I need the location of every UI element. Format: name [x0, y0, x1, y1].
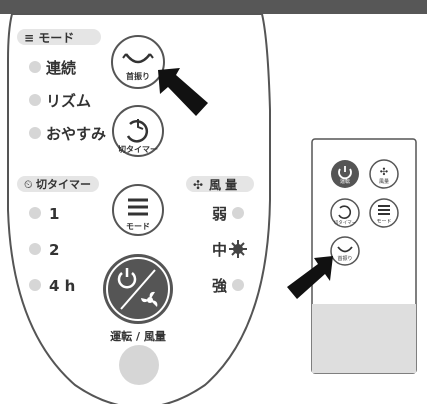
power-airflow-button[interactable]	[103, 254, 173, 324]
timer-indicator-4h	[29, 279, 41, 291]
mode-label-continuous: 連続	[46, 59, 76, 77]
small-power-icon	[338, 168, 352, 180]
mode-button-label: モード	[126, 222, 150, 231]
fan-blade-icon	[141, 291, 158, 307]
mode-header-pill	[17, 29, 101, 45]
fan-icon: ✣	[193, 178, 203, 192]
swing-label: 首振り	[126, 71, 150, 81]
mode-button[interactable]: モード	[112, 184, 164, 236]
timer-header: 切タイマー	[36, 178, 91, 191]
airflow-indicator-weak	[232, 207, 244, 219]
timer-hands-icon	[137, 119, 144, 130]
mode-header: ≡ モード	[24, 31, 74, 45]
small-power-button[interactable]: 運転	[331, 160, 359, 188]
timer-label-2h: 2	[49, 241, 59, 259]
off-timer-button[interactable]: 切タイマー	[112, 105, 164, 157]
mode-indicator-rhythm	[29, 94, 41, 106]
power-airflow-label: 運転 / 風量	[110, 329, 166, 343]
swing-button[interactable]: 首振り	[111, 35, 165, 89]
small-power-label: 運転	[340, 179, 350, 185]
small-swing-icon	[337, 246, 353, 253]
top-bar	[0, 0, 427, 14]
mode-label-sleep: おやすみ	[46, 125, 106, 143]
power-icon	[117, 272, 137, 289]
swing-icon	[125, 53, 151, 64]
airflow-indicator-medium-lit	[229, 240, 247, 258]
mode-label-rhythm: リズム	[46, 92, 91, 110]
timer-header-pill	[17, 176, 99, 192]
small-mode-label: モード	[376, 219, 391, 225]
small-timer-label: 切タイマー	[334, 219, 357, 226]
small-remote-inset: 運転 ✣ 風量 切タイマー モード 首振り	[311, 138, 417, 374]
small-swing-button[interactable]: 首振り	[330, 236, 360, 266]
small-remote-bottom-panel	[312, 304, 416, 373]
airflow-header-pill	[186, 176, 254, 192]
airflow-label-medium: 中	[212, 241, 227, 259]
small-timer-button[interactable]: 切タイマー	[330, 198, 360, 228]
mode-indicator-continuous	[29, 61, 41, 73]
timer-indicator-1h	[29, 207, 41, 219]
airflow-header: 風 量	[209, 178, 237, 192]
small-airflow-label: 風量	[379, 178, 389, 185]
small-fan-icon: ✣	[380, 167, 388, 178]
timer-icon	[126, 120, 149, 143]
small-timer-icon	[338, 205, 352, 219]
airflow-label-weak: 弱	[212, 205, 227, 223]
airflow-indicator-strong	[232, 279, 244, 291]
off-timer-label: 切タイマー	[118, 144, 158, 154]
small-airflow-button[interactable]: ✣ 風量	[369, 159, 399, 189]
small-swing-label: 首振り	[337, 255, 352, 262]
timer-header-icon: ⏲	[24, 178, 33, 191]
menu-icon	[128, 198, 148, 216]
pointer-arrow-icon	[158, 68, 208, 116]
ir-window	[119, 345, 159, 385]
timer-indicator-2h	[29, 243, 41, 255]
swing-arrow-icon	[122, 53, 154, 59]
mode-indicator-sleep	[29, 127, 41, 139]
timer-label-1h: 1	[49, 205, 59, 223]
timer-label-4h: 4 h	[49, 277, 75, 295]
small-menu-icon	[378, 205, 390, 215]
small-mode-button[interactable]: モード	[369, 198, 399, 228]
airflow-label-strong: 強	[212, 277, 227, 295]
